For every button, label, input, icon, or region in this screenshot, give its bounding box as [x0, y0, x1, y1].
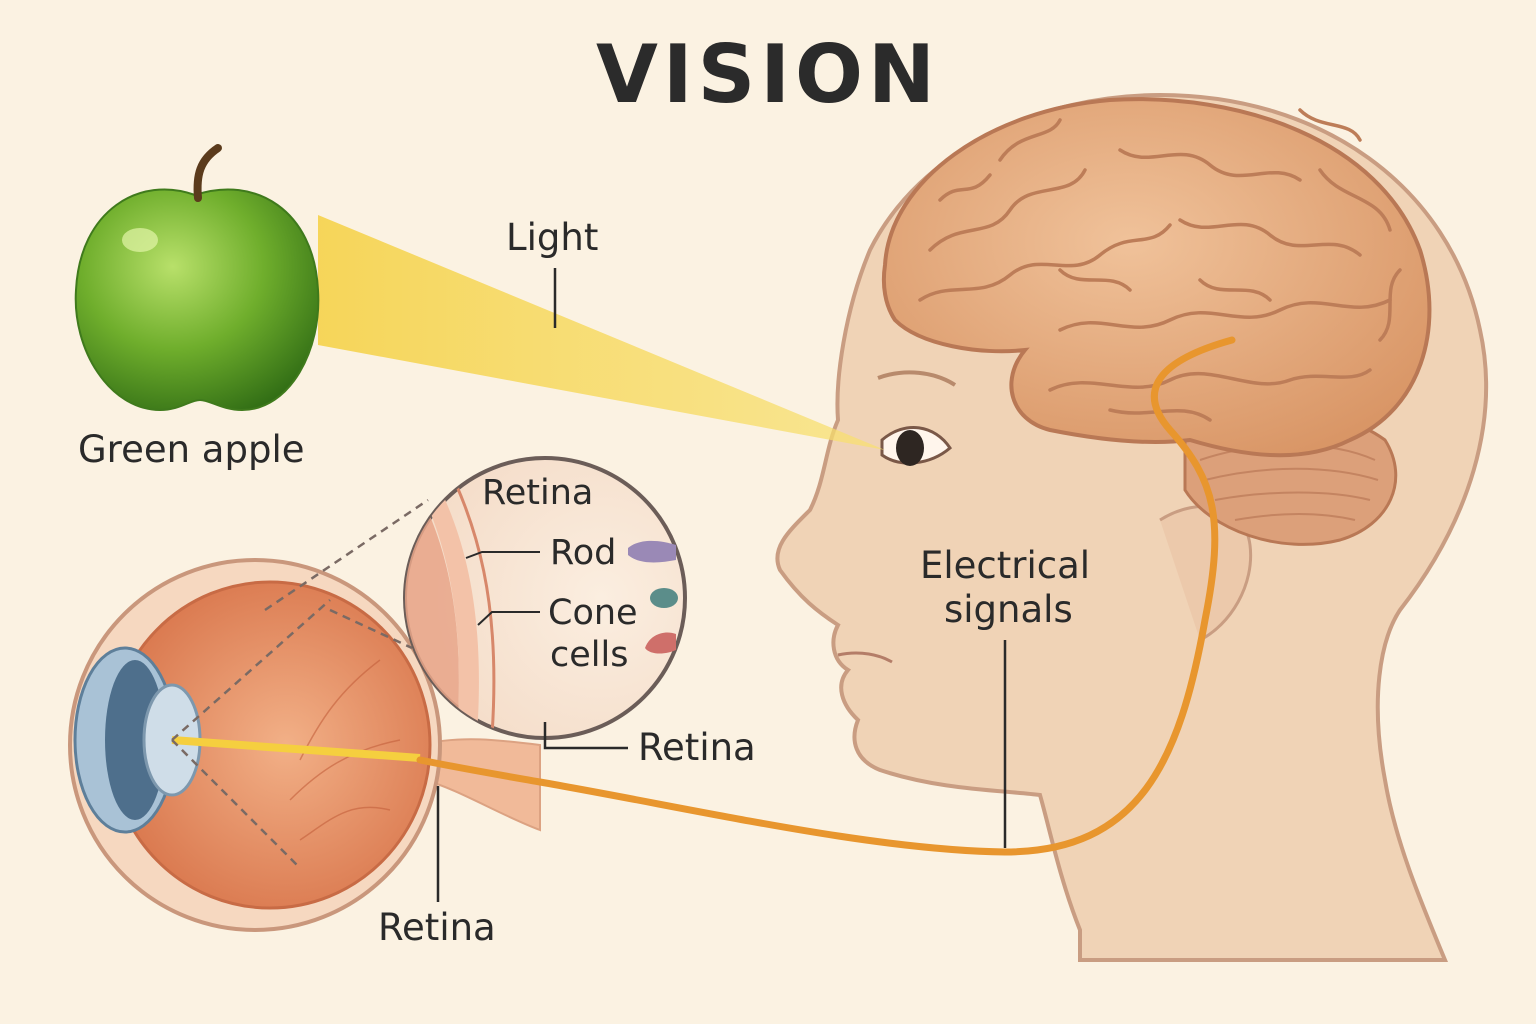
optic-nerve-signal-path	[416, 336, 1236, 856]
dashed-ray-bottom	[171, 739, 301, 869]
eye-light-ray	[171, 736, 421, 762]
cone-cell-red	[645, 632, 676, 654]
page-title: VISION	[595, 28, 941, 121]
apple-stem	[193, 144, 222, 202]
eyeball-cross-section	[68, 558, 541, 932]
green-apple	[74, 144, 320, 412]
eyebrow	[877, 370, 957, 387]
light-beam	[318, 215, 885, 450]
cone-cell-teal	[650, 588, 678, 608]
inset-retina-leader	[543, 722, 628, 750]
label-retina-eye: Retina	[378, 906, 496, 949]
label-retina-inset: Retina	[638, 726, 756, 769]
iris	[105, 660, 165, 820]
label-cells: cells	[550, 635, 629, 675]
label-green-apple: Green apple	[78, 428, 305, 471]
apple-highlight	[122, 228, 158, 252]
label-electrical: Electrical	[920, 544, 1091, 587]
zoom-line-bottom	[329, 608, 413, 650]
label-signals: signals	[944, 588, 1073, 631]
rod-leader	[465, 551, 540, 559]
label-cone: Cone	[548, 593, 638, 633]
label-rod: Rod	[550, 533, 617, 573]
optic-nerve-bundle	[418, 738, 541, 832]
face-eye	[880, 426, 952, 466]
cerebrum	[881, 97, 1432, 458]
mouth	[837, 651, 893, 664]
zoom-line-top	[264, 498, 429, 612]
cone-leader	[477, 611, 540, 626]
ear	[1159, 504, 1253, 642]
brain	[881, 97, 1432, 546]
rod-cell	[628, 540, 676, 563]
dashed-ray-top	[171, 599, 331, 741]
label-retina-inset-title: Retina	[482, 473, 594, 513]
label-light: Light	[506, 216, 599, 259]
